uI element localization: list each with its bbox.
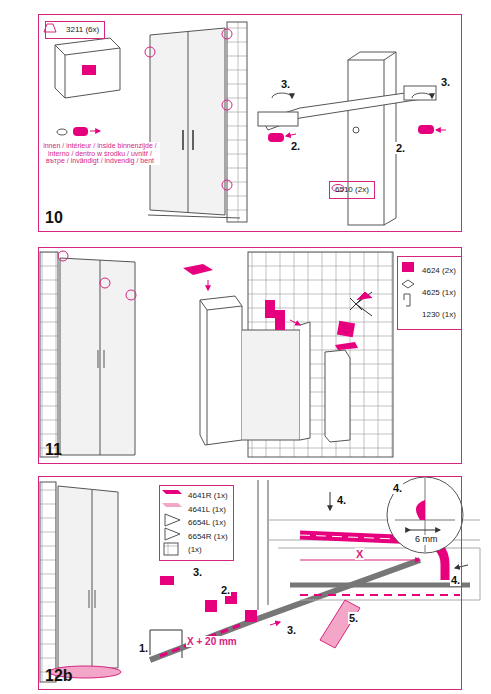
callout-number: 2. — [290, 140, 301, 152]
part-number: 3211 (6x) — [66, 25, 99, 35]
step-panel: 12b 4641R (1x)4641L (1x)6654L (1x)6654R (… — [38, 476, 462, 690]
callout-number: 3. — [280, 78, 291, 90]
note-label: 6 mm — [414, 535, 439, 545]
callout-number: 3. — [440, 76, 451, 88]
step-number: 10 — [45, 209, 63, 227]
callout-number: 4. — [392, 482, 403, 494]
parts-box: 3211 (6x) — [45, 21, 105, 39]
step-panel: 10 3211 (6x) 6510 (2x) — [38, 14, 462, 232]
callout-number: 1. — [138, 642, 149, 654]
callout-number: 4. — [336, 494, 347, 506]
part-number: 1230 (1x) — [422, 304, 456, 326]
parts-box: 4624 (2x)4625 (1x)1230 (1x) — [397, 256, 462, 330]
step-number: 12b — [45, 667, 73, 685]
callout-number: 2. — [220, 584, 231, 596]
callout-number: 3. — [286, 624, 297, 636]
callout-number: 3. — [192, 566, 203, 578]
part-number: (1x) — [188, 543, 228, 557]
callout-number: 5. — [348, 612, 359, 624]
part-number: 4641L (1x) — [188, 503, 228, 517]
part-number: 6510 (2x) — [335, 185, 369, 195]
step-number: 11 — [45, 441, 62, 459]
callout-number: 2. — [395, 142, 406, 154]
note-label: X + 20 mm — [186, 636, 238, 647]
part-number: 4624 (2x) — [422, 260, 456, 282]
part-number: 6654L (1x) — [188, 516, 228, 530]
note-label: innen / intérieur / inside binnenzijde /… — [40, 142, 160, 165]
step-panel: 11 4624 (2x)4625 (1x)1230 (1x) — [38, 247, 462, 464]
part-number: 4641R (1x) — [188, 489, 228, 503]
callout-number: 4. — [450, 574, 461, 586]
parts-box: 4641R (1x)4641L (1x)6654L (1x)6654R (1x)… — [159, 485, 234, 561]
parts-box: 6510 (2x) — [329, 181, 375, 199]
part-number: 6654R (1x) — [188, 530, 228, 544]
note-label: X — [355, 548, 364, 560]
part-number: 4625 (1x) — [422, 282, 456, 304]
